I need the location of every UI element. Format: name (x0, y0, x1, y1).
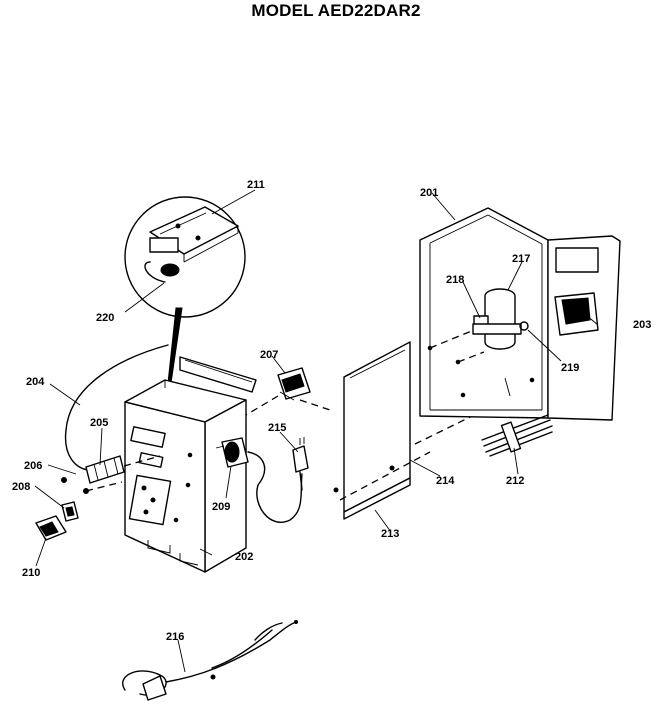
label-201: 201 (420, 187, 438, 199)
label-211: 211 (247, 179, 265, 191)
label-207: 207 (260, 349, 278, 361)
terminal-block-205 (61, 455, 161, 494)
label-203: 203 (633, 319, 651, 331)
housing-201 (419, 207, 621, 421)
label-213: 213 (381, 528, 399, 540)
compressor-217 (427, 288, 529, 365)
wire-harness-204 (64, 344, 169, 471)
part-labels: 211 220 204 205 206 208 210 207 215 209 … (12, 179, 651, 643)
control-box-202 (124, 356, 257, 573)
part-210 (35, 515, 67, 541)
label-205: 205 (90, 417, 108, 429)
label-216: 216 (166, 631, 184, 643)
panel-213-214 (333, 341, 506, 520)
label-204: 204 (26, 376, 45, 388)
label-218: 218 (446, 274, 464, 286)
power-cord-216 (122, 620, 298, 701)
label-210: 210 (22, 567, 40, 579)
detail-circle-211 (124, 196, 246, 384)
label-212: 212 (506, 475, 524, 487)
capacitor-209 (215, 437, 303, 523)
part-208 (61, 501, 79, 522)
label-214: 214 (436, 475, 455, 487)
label-220: 220 (96, 312, 114, 324)
leader-lines (34, 189, 599, 673)
label-219: 219 (561, 362, 579, 374)
label-215: 215 (268, 422, 286, 434)
label-206: 206 (24, 460, 42, 472)
part-215 (292, 437, 309, 491)
label-208: 208 (12, 481, 30, 493)
label-202: 202 (235, 551, 253, 563)
diagram-title: MODEL AED22DAR2 (251, 1, 421, 20)
label-209: 209 (212, 501, 230, 513)
part-207 (245, 367, 331, 416)
wire-bundle-212 (481, 414, 553, 457)
label-217: 217 (512, 253, 530, 265)
